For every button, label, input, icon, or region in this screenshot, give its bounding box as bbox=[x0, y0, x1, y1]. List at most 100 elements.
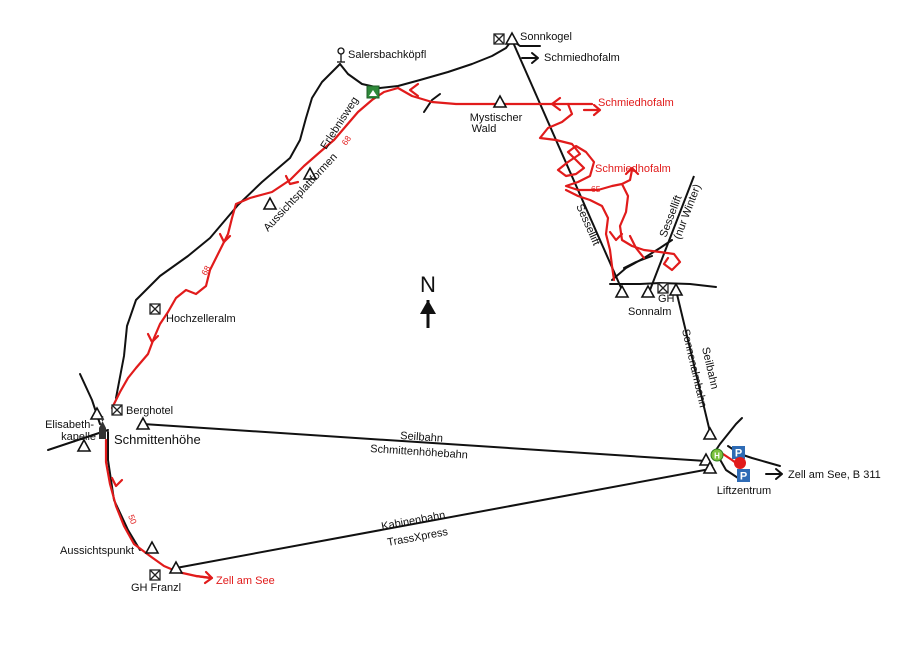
label-sessellift: Sessellift bbox=[573, 202, 602, 247]
arrow-icon bbox=[408, 82, 420, 98]
arrow-icon bbox=[218, 232, 232, 244]
trail-arrows bbox=[110, 82, 640, 585]
arrow-right-icon bbox=[521, 52, 539, 64]
peak-icon-sonnkogel bbox=[504, 31, 520, 45]
arrow-icon bbox=[550, 96, 562, 112]
trail-number-68-mid: 68 bbox=[199, 264, 213, 277]
label-aussichtsplattformen: Aussichtsplattformen bbox=[261, 151, 339, 234]
lift-sessellift bbox=[511, 39, 623, 291]
lift-sonnenalmbahn bbox=[675, 289, 711, 433]
station-icon: H bbox=[710, 448, 724, 462]
label-salersbachkoepfl: Salersbachköpfl bbox=[348, 49, 426, 61]
side-path-wald bbox=[423, 93, 441, 113]
peak-icon-lift-1 bbox=[702, 426, 718, 440]
hut-icon-franzl bbox=[149, 569, 161, 581]
parking-icon-2[interactable]: P bbox=[737, 469, 750, 483]
hut-markers bbox=[111, 33, 669, 581]
label-schmiedhofalm-red-mid: Schmiedhofalm bbox=[595, 163, 671, 175]
north-arrow-icon bbox=[420, 300, 436, 314]
peak-icon-franzl bbox=[168, 560, 184, 574]
summit-icon bbox=[337, 47, 345, 63]
label-schmiedhofalm-red-top: Schmiedhofalm bbox=[598, 97, 674, 109]
hut-icon-hochzelleralm bbox=[149, 303, 161, 315]
black-arrows bbox=[521, 52, 783, 480]
arrow-right-icon bbox=[194, 570, 214, 585]
parking-label-1: P bbox=[735, 448, 742, 460]
peak-icon-aussichtspunkt bbox=[144, 540, 160, 554]
label-aussichtspunkt: Aussichtspunkt bbox=[60, 545, 134, 557]
lift-road-1 bbox=[711, 417, 743, 457]
lift-road-3 bbox=[717, 455, 739, 479]
label-schmittenhoehe: Schmittenhöhe bbox=[114, 432, 201, 447]
label-gh-franzl: GH Franzl bbox=[131, 582, 181, 594]
label-sonnkogel: Sonnkogel bbox=[520, 31, 572, 43]
peak-icon-wald bbox=[492, 94, 508, 108]
peak-markers bbox=[76, 31, 718, 574]
label-mystischer-1: Mystischer bbox=[470, 112, 523, 124]
station-label: H bbox=[714, 452, 720, 461]
trail-65-loop bbox=[628, 234, 646, 260]
peak-icon-berghotel bbox=[89, 406, 105, 420]
sonnalm-path-2 bbox=[623, 255, 653, 269]
lift-trassxpress bbox=[175, 468, 711, 569]
trail-number-65: 65 bbox=[591, 184, 601, 194]
peak-icon-sonnalm-3 bbox=[668, 282, 684, 296]
label-elisabeth-2: kapelle bbox=[61, 431, 96, 443]
lift-schmittenhoehebahn bbox=[142, 423, 707, 462]
hut-icon-sonnalm bbox=[657, 282, 669, 294]
lift-labels: Sessellift Sessellift (nur Winter) Seilb… bbox=[370, 183, 721, 549]
trail-number-labels: 68 68 65 50 bbox=[126, 133, 601, 525]
location-dot-icon bbox=[734, 457, 746, 469]
peak-icon-plattformen-1 bbox=[302, 166, 318, 180]
lift-sessellift-winter bbox=[649, 175, 695, 291]
label-elisabeth-1: Elisabeth- bbox=[45, 419, 94, 431]
trail-65 bbox=[538, 102, 634, 192]
peak-icon-lift-3 bbox=[702, 460, 718, 474]
peak-icon-sonnalm-1 bbox=[614, 284, 630, 298]
peak-icon-sonnalm-2 bbox=[640, 284, 656, 298]
arrow-icon bbox=[110, 476, 124, 488]
trail-65-right bbox=[618, 182, 682, 272]
ridge-path bbox=[115, 63, 341, 399]
trail-50 bbox=[104, 438, 212, 580]
label-sonnalm: Sonnalm bbox=[628, 306, 671, 318]
label-seilbahn-schmitten-1: Seilbahn bbox=[400, 430, 444, 445]
label-berghotel: Berghotel bbox=[126, 405, 173, 417]
destination-labels: Schmiedhofalm Schmiedhofalm Schmiedhofal… bbox=[216, 52, 881, 587]
parking-icon-1[interactable]: P bbox=[732, 446, 745, 460]
trail-number-68-top: 68 bbox=[339, 133, 353, 147]
label-schmiedhofalm-black: Schmiedhofalm bbox=[544, 52, 620, 64]
label-zell-am-see-b311: Zell am See, B 311 bbox=[788, 469, 881, 481]
parking-label-2: P bbox=[740, 471, 747, 483]
label-hochzelleralm: Hochzelleralm bbox=[166, 313, 236, 325]
peak-icon-plattformen-2 bbox=[262, 196, 278, 210]
chapel-icon bbox=[99, 416, 106, 439]
ridge-path-east bbox=[339, 39, 513, 89]
hut-green-icon bbox=[366, 85, 380, 99]
arrow-icon bbox=[624, 166, 640, 176]
trail-east bbox=[396, 86, 594, 106]
label-mystischer-2: Wald bbox=[472, 123, 497, 135]
lift-lines bbox=[142, 39, 711, 569]
hut-icon-berghotel bbox=[111, 404, 123, 416]
hut-icon-sonnkogel bbox=[493, 33, 505, 45]
trail-68 bbox=[110, 86, 400, 410]
peak-icon-kapelle bbox=[76, 438, 92, 452]
label-seilbahn-schmitten-2: Schmittenhöhebahn bbox=[370, 443, 468, 461]
arrow-right-icon bbox=[765, 468, 783, 480]
label-zell-am-see-red: Zell am See bbox=[216, 575, 275, 587]
north-arrow: N bbox=[420, 272, 436, 328]
label-erlebnisweg: Erlebnisweg bbox=[318, 95, 361, 152]
label-liftzentrum: Liftzentrum bbox=[717, 485, 771, 497]
peak-icon-schmittenhoehe bbox=[135, 416, 151, 430]
north-label: N bbox=[420, 272, 436, 297]
arrow-right-icon bbox=[582, 103, 602, 117]
arrow-icon bbox=[146, 332, 160, 344]
liftzentrum-icons: H P P bbox=[710, 446, 750, 483]
arrow-icon bbox=[608, 230, 624, 242]
label-gh: GH bbox=[658, 293, 675, 305]
red-trails bbox=[104, 86, 742, 580]
trail-number-50: 50 bbox=[126, 513, 139, 526]
